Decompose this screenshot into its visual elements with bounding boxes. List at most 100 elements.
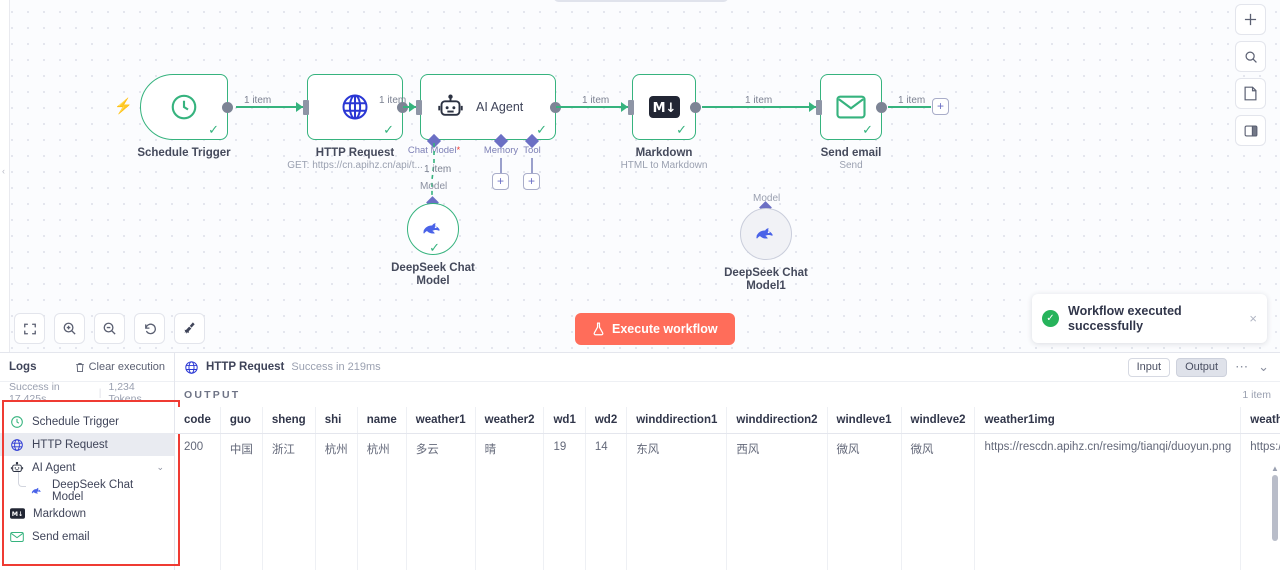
output-endpoint[interactable]	[550, 102, 561, 113]
node-http-request[interactable]: ✓ HTTP Request GET: https://cn.apihz.cn/…	[287, 70, 440, 171]
cell-windleve2: 微风	[901, 433, 976, 570]
tab-output[interactable]: Output	[1176, 357, 1228, 377]
col-wd2[interactable]: wd2	[585, 407, 628, 434]
trash-icon	[75, 362, 85, 373]
output-section-label: OUTPUT	[184, 388, 241, 401]
input-endpoint[interactable]	[303, 100, 309, 115]
broom-icon[interactable]	[174, 313, 205, 344]
connector-trigger-to-http[interactable]	[236, 106, 308, 108]
output-endpoint[interactable]	[397, 102, 408, 113]
log-item-label: Send email	[32, 530, 90, 543]
add-memory-button[interactable]: +	[492, 173, 509, 190]
tree-branch-line	[18, 472, 26, 487]
col-wd1[interactable]: wd1	[543, 407, 586, 434]
scroll-up-icon[interactable]: ▲	[1271, 464, 1279, 473]
log-item-label: AI Agent	[32, 461, 76, 474]
log-item-send-email[interactable]: Send email	[0, 525, 174, 548]
agent-port-memory[interactable]: Memory	[484, 133, 518, 156]
zoom-in-icon[interactable]	[54, 313, 85, 344]
cell-winddirection2: 西风	[726, 433, 828, 570]
node-ai-agent[interactable]: AI Agent ✓	[409, 74, 561, 140]
col-weather1img[interactable]: weather1img	[974, 407, 1242, 434]
log-item-deepseek-chat-model[interactable]: DeepSeek Chat Model	[0, 472, 174, 503]
output-table-wrapper[interactable]: code guo sheng shi name weather1 weather…	[175, 407, 1280, 570]
fit-screen-icon[interactable]	[14, 313, 45, 344]
add-tool-button[interactable]: +	[523, 173, 540, 190]
workflow-canvas[interactable]: ‹ ⚡ ✓ Schedule Trigger 1 item	[0, 0, 1280, 352]
col-code[interactable]: code	[175, 407, 221, 434]
logs-status-row: Success in 17.425s | 1,234 Tokens	[0, 381, 174, 405]
scrollbar-thumb[interactable]	[1271, 475, 1278, 541]
log-item-schedule-trigger[interactable]: Schedule Trigger	[0, 410, 174, 433]
table-scrollbar[interactable]: ▲	[1271, 464, 1279, 570]
connector-agent-to-markdown[interactable]	[556, 106, 632, 108]
add-node-button[interactable]	[1235, 4, 1266, 35]
chevron-down-icon[interactable]: ⌄	[1258, 359, 1269, 374]
ellipsis-icon[interactable]: ⋯	[1235, 359, 1249, 374]
col-winddirection1[interactable]: winddirection1	[626, 407, 728, 434]
col-windleve1[interactable]: windleve1	[827, 407, 902, 434]
agent-port-chat-model[interactable]: Chat Model*	[408, 133, 460, 156]
robot-icon	[437, 94, 464, 121]
panel-icon[interactable]	[1235, 115, 1266, 146]
clear-execution-button[interactable]: Clear execution	[75, 361, 165, 373]
col-weather2img[interactable]: weather2img	[1240, 407, 1280, 434]
node-subtitle: HTML to Markdown	[620, 160, 708, 171]
input-endpoint[interactable]	[416, 100, 422, 115]
node-deepseek-chat-model-1[interactable]: Model DeepSeek Chat Model1	[724, 193, 814, 293]
execute-workflow-button[interactable]: Execute workflow	[575, 313, 735, 345]
required-asterisk: *	[456, 145, 461, 156]
node-schedule-trigger[interactable]: ⚡ ✓ Schedule Trigger	[114, 74, 259, 159]
note-icon[interactable]	[1235, 78, 1266, 109]
connector-email-to-add[interactable]	[888, 106, 931, 108]
undo-icon[interactable]	[134, 313, 165, 344]
col-sheng[interactable]: sheng	[262, 407, 316, 434]
node-subtitle: GET: https://cn.apihz.cn/api/t...	[287, 160, 423, 171]
logs-header: Logs Clear execution	[0, 353, 174, 382]
close-icon[interactable]: ×	[1249, 311, 1257, 326]
log-item-http-request[interactable]: HTTP Request	[0, 433, 174, 456]
input-arrow-icon	[409, 102, 416, 112]
node-label: Schedule Trigger	[137, 147, 231, 159]
input-endpoint[interactable]	[628, 100, 634, 115]
log-item-label: HTTP Request	[32, 438, 108, 451]
log-item-label: DeepSeek Chat Model	[52, 478, 134, 503]
col-weather2[interactable]: weather2	[475, 407, 545, 434]
node-deepseek-chat-model[interactable]: ✓ DeepSeek Chat Model	[391, 196, 481, 288]
connector-markdown-to-email[interactable]	[702, 106, 820, 108]
col-shi[interactable]: shi	[315, 407, 358, 434]
table-row[interactable]: 200 中国 浙江 杭州 杭州 多云 晴 19 14 东风 西风 微风 微风 h…	[175, 433, 1280, 570]
node-success-check-icon: ✓	[383, 122, 394, 137]
log-item-ai-agent[interactable]: AI Agent ⌄	[0, 456, 174, 479]
svg-text:M↓: M↓	[652, 101, 676, 116]
connector-label: 1 item	[244, 95, 272, 106]
node-send-email[interactable]: ✓ Send email Send	[809, 74, 921, 171]
output-endpoint[interactable]	[222, 102, 233, 113]
output-table: code guo sheng shi name weather1 weather…	[175, 407, 1280, 570]
input-arrow-icon	[809, 102, 816, 112]
col-guo[interactable]: guo	[220, 407, 263, 434]
agent-port-tool[interactable]: Tool	[523, 133, 541, 156]
output-endpoint[interactable]	[876, 102, 887, 113]
zoom-out-icon[interactable]	[94, 313, 125, 344]
node-label: Markdown	[635, 147, 693, 159]
logs-title: Logs	[9, 361, 37, 373]
col-windleve2[interactable]: windleve2	[901, 407, 976, 434]
bottom-panel: Logs Clear execution Success in 17.425s …	[0, 352, 1280, 570]
connector-label: 1 item	[898, 95, 926, 106]
log-item-markdown[interactable]: M↓ Markdown	[0, 502, 174, 525]
rail-expand-icon[interactable]: ‹	[2, 166, 5, 176]
chevron-down-icon[interactable]: ⌄	[156, 462, 164, 472]
col-weather1[interactable]: weather1	[406, 407, 476, 434]
tool-connector	[531, 158, 533, 174]
output-endpoint[interactable]	[690, 102, 701, 113]
tab-input[interactable]: Input	[1127, 357, 1171, 377]
search-icon[interactable]	[1235, 41, 1266, 72]
input-endpoint[interactable]	[816, 100, 822, 115]
output-subheader: OUTPUT 1 item	[175, 382, 1280, 407]
add-node-after-email-button[interactable]: +	[932, 98, 949, 115]
node-markdown[interactable]: M↓ ✓ Markdown HTML to Markdown	[621, 74, 734, 171]
cell-winddirection1: 东风	[626, 433, 728, 570]
col-winddirection2[interactable]: winddirection2	[726, 407, 828, 434]
col-name[interactable]: name	[357, 407, 407, 434]
